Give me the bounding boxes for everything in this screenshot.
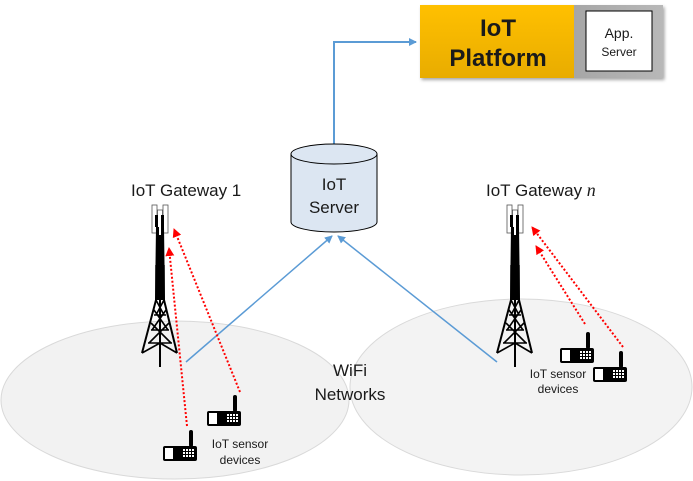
sensors-right-label-line2: devices xyxy=(538,382,579,396)
server-label-line2: Server xyxy=(309,198,359,217)
sensors-right-label-line1: IoT sensor xyxy=(530,367,586,381)
wifi-network-left xyxy=(0,320,350,480)
wifi-networks-label-line2: Networks xyxy=(315,385,386,404)
wireless-link-gn-b xyxy=(531,226,624,348)
iot-server-cylinder xyxy=(290,143,378,233)
wireless-link-g1-a xyxy=(165,247,188,427)
link-gatewayn-to-server xyxy=(337,235,498,363)
platform-title-line2: Platform xyxy=(449,45,546,72)
server-label-line1: IoT xyxy=(322,175,347,194)
wifi-networks-label-line1: WiFi xyxy=(333,361,367,380)
platform-title-line1: IoT xyxy=(480,15,516,42)
link-server-to-platform xyxy=(333,38,417,148)
app-server-box xyxy=(585,10,653,72)
gatewayn-label: IoT Gateway n xyxy=(486,180,596,200)
sensors-left-label-line1: IoT sensor xyxy=(212,437,268,451)
wireless-link-gn-a xyxy=(535,245,586,325)
link-gateway1-to-server xyxy=(185,235,333,363)
wireless-link-g1-b xyxy=(172,228,241,393)
app-server-line1: App. xyxy=(605,25,634,41)
app-server-line2: Server xyxy=(601,45,636,59)
gateway1-label: IoT Gateway 1 xyxy=(131,181,241,200)
sensors-left-label-line2: devices xyxy=(220,453,261,467)
wifi-network-right xyxy=(349,298,693,476)
